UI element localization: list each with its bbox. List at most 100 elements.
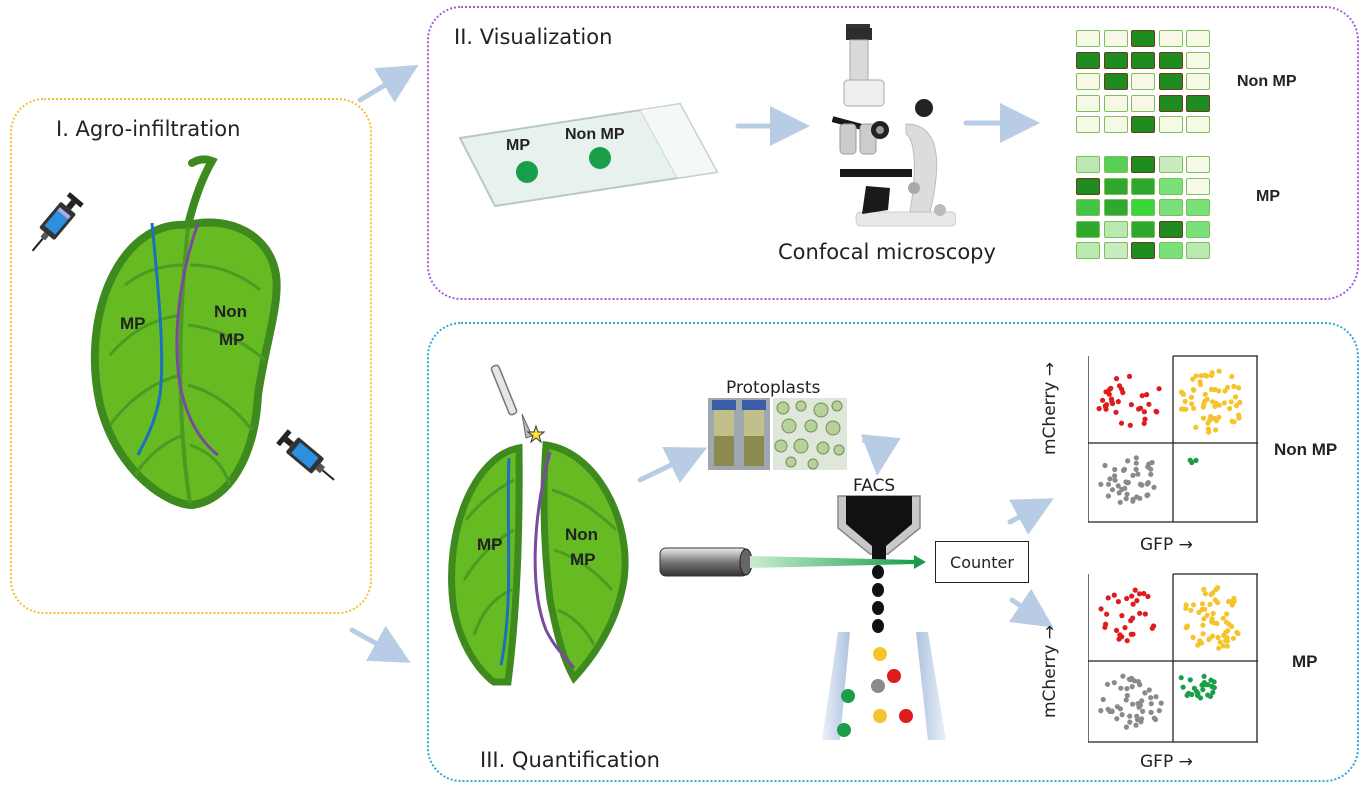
scatter-point <box>1188 607 1194 613</box>
grid-cell <box>1158 73 1183 90</box>
scatter-point <box>1214 620 1220 627</box>
grid-cell <box>1076 73 1100 90</box>
scatter-point <box>1186 690 1192 696</box>
facs-label: FACS <box>853 476 896 496</box>
facs-nozzle-icon <box>837 495 921 560</box>
scatter-point <box>1118 685 1124 691</box>
nonmp-scatter-plot <box>1088 355 1258 523</box>
scatter-point <box>1229 623 1235 630</box>
scatter-point <box>1187 677 1193 683</box>
scatter-point <box>1216 402 1222 408</box>
scatter-point <box>1200 622 1206 628</box>
grid-cell <box>1158 199 1183 216</box>
scatter-point <box>1211 415 1217 421</box>
scatter-point <box>1236 385 1242 391</box>
grid-cell <box>1076 116 1100 133</box>
scatter-point <box>1118 420 1125 426</box>
leaf2-nonmp-label-line2: MP <box>570 550 596 569</box>
scatter-point <box>1100 696 1106 703</box>
scatter-point <box>1146 401 1152 407</box>
scatter-point <box>1140 708 1146 714</box>
scatter-point <box>1114 716 1120 722</box>
scatter-point <box>1139 393 1145 399</box>
grid-cell <box>1076 242 1100 259</box>
sorted-cell <box>841 689 855 703</box>
scatter-point <box>1111 680 1117 686</box>
scatter-point <box>1109 398 1115 405</box>
laser-icon <box>659 547 926 577</box>
microscope-icon <box>831 24 956 227</box>
scatter-point <box>1225 384 1231 390</box>
scatter-point <box>1183 406 1189 412</box>
grid-cell <box>1103 30 1128 47</box>
scatter-point <box>1139 482 1145 488</box>
leaf2-nonmp-label-line1: Non <box>565 525 599 544</box>
scatter-point <box>1202 391 1208 397</box>
scatter-point <box>1123 724 1129 730</box>
grid-cell <box>1131 116 1155 133</box>
scatter-point <box>1189 401 1195 407</box>
grid-cell <box>1076 177 1100 195</box>
grid-cell <box>1186 199 1210 216</box>
scatter-point <box>1236 412 1242 418</box>
scatter-point <box>1182 398 1188 404</box>
scatter-point <box>1115 599 1121 605</box>
scatter-point <box>1193 457 1199 463</box>
scatter-point <box>1205 682 1211 688</box>
scatter-point <box>1223 619 1230 625</box>
grid-cell <box>1186 220 1210 238</box>
scatter-point <box>1107 476 1113 482</box>
scatter-point <box>1130 496 1136 502</box>
scatter-point <box>1227 405 1233 412</box>
grid-cell <box>1186 242 1210 259</box>
scatter-point <box>1220 615 1226 621</box>
grid-cell <box>1103 220 1128 238</box>
scatter-point <box>1179 406 1185 412</box>
grid-cell <box>1186 51 1210 69</box>
scatter-point <box>1124 595 1130 602</box>
scatter-point <box>1128 631 1134 637</box>
grid-cell <box>1076 94 1100 112</box>
scatter-point <box>1112 473 1118 479</box>
scatter-point <box>1190 634 1196 640</box>
scatter-point <box>1224 611 1230 617</box>
scatter-point <box>1124 686 1130 692</box>
scatter-point <box>1098 708 1104 714</box>
scatter-point <box>1109 487 1116 493</box>
scatter-point <box>1126 373 1133 379</box>
protoplasts-label: Protoplasts <box>726 378 821 398</box>
scatter-point <box>1100 397 1106 403</box>
scatter-point <box>1209 399 1216 405</box>
scatter-point <box>1104 681 1111 687</box>
scatter-point <box>1216 645 1222 651</box>
grid-cell <box>1131 242 1155 259</box>
grid-cell <box>1103 199 1128 216</box>
scatter-point <box>1156 386 1162 392</box>
sorted-cell <box>871 679 885 693</box>
scatter-point <box>1115 483 1121 489</box>
scatter-point <box>1180 684 1186 690</box>
scatter-point <box>1130 601 1136 607</box>
scatter-point <box>1116 636 1122 642</box>
plot2-y-axis-label: mCherry → <box>1040 588 1060 718</box>
scatter-point <box>1211 685 1217 691</box>
scatter-point <box>1133 460 1139 466</box>
scatter-point <box>1113 409 1119 415</box>
plot1-x-axis-text: GFP <box>1140 535 1174 555</box>
plot2-x-axis-text: GFP <box>1140 752 1174 772</box>
scatter-point <box>1142 416 1148 422</box>
grid-cell <box>1076 220 1100 238</box>
scatter-point <box>1193 373 1199 379</box>
scatter-point <box>1141 409 1147 415</box>
sorted-cell <box>837 723 851 737</box>
grid-cell <box>1186 94 1210 112</box>
sorted-cell <box>873 709 887 723</box>
visualization-panel <box>427 6 1359 300</box>
scatter-point <box>1105 493 1111 499</box>
scatter-point <box>1225 628 1231 634</box>
scatter-point <box>1121 466 1128 472</box>
scatter-point <box>1134 598 1140 604</box>
scatter-point <box>1223 638 1229 644</box>
scatter-point <box>1096 406 1102 412</box>
scatter-point <box>1229 602 1235 608</box>
